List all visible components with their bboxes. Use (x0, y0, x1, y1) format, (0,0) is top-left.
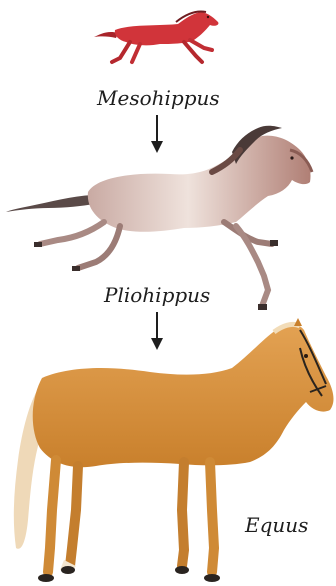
arrow-down-icon (151, 312, 163, 350)
arrow-down-icon (151, 115, 163, 153)
label-equus: Equus (245, 513, 308, 537)
mesohippus-illustration (94, 11, 218, 62)
equus-illustration (14, 318, 334, 582)
label-mesohippus: Mesohippus (97, 86, 220, 110)
label-pliohippus: Pliohippus (104, 283, 210, 307)
